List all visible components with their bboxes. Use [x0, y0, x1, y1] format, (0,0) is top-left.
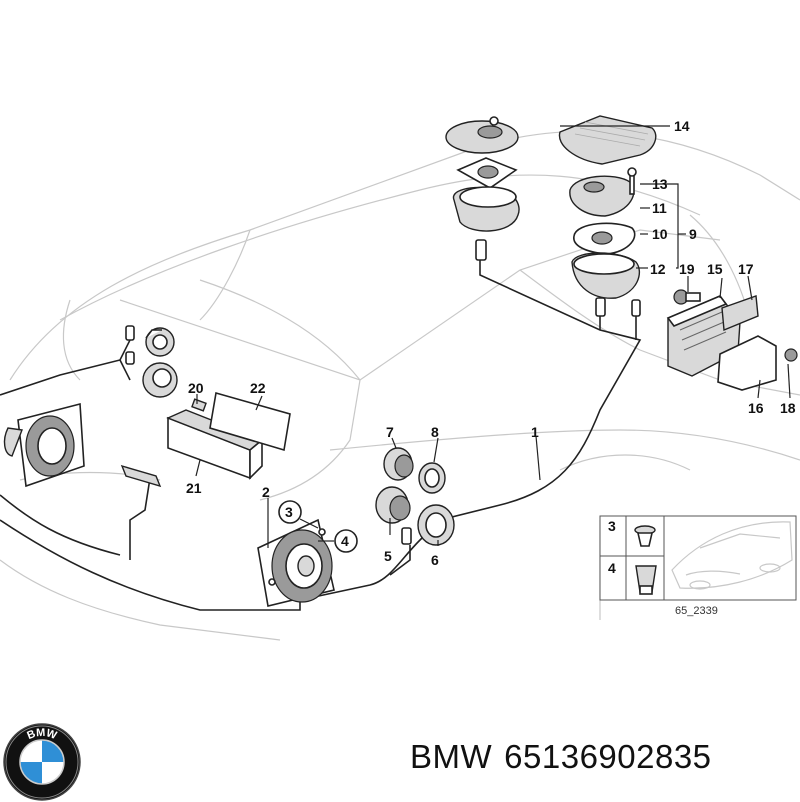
inset-label-4: 4: [608, 560, 616, 576]
callout-2: 2: [262, 484, 270, 500]
callout-20: 20: [188, 380, 204, 396]
callout-22: 22: [250, 380, 266, 396]
callout-13: 13: [652, 176, 668, 192]
callout-labels: 1 2 7 8 5 6 20 22 21 14 13 11 10 9 12 19…: [186, 118, 796, 568]
callout-19: 19: [679, 261, 695, 277]
callout-16: 16: [748, 400, 764, 416]
bmw-logo: BMW: [3, 723, 81, 801]
roundel-quadrants: [20, 740, 64, 784]
callout-10: 10: [652, 226, 668, 242]
callout-4: 4: [341, 533, 349, 549]
callout-1: 1: [531, 424, 539, 440]
brand-name: BMW: [410, 738, 493, 775]
rear-door-speaker: [3, 402, 85, 488]
callout-11: 11: [652, 200, 667, 216]
inset-panel: 3 4 65_2339: [599, 515, 797, 617]
expansion-nut-icon: [635, 565, 657, 595]
callout-7: 7: [386, 424, 394, 440]
rear-shelf-speaker-left: [445, 116, 520, 261]
inset-label-3: 3: [608, 518, 616, 534]
leader-lines: [195, 125, 791, 548]
clip-icon: [634, 525, 656, 547]
callout-15: 15: [707, 261, 723, 277]
callout-9: 9: [689, 226, 697, 242]
part-identifier: BMW 65136902835: [410, 738, 724, 776]
speaker-enclosure: [120, 391, 291, 488]
front-door-speaker: [257, 518, 335, 607]
callout-8: 8: [431, 424, 439, 440]
callout-14: 14: [674, 118, 690, 134]
callout-17: 17: [738, 261, 754, 277]
rear-shelf-speaker-right: [569, 167, 641, 317]
rear-shelf-grille-cover: [558, 115, 657, 165]
tweeters-left: [125, 325, 178, 398]
callout-18: 18: [780, 400, 796, 416]
callout-3: 3: [285, 504, 293, 520]
callout-5: 5: [384, 548, 392, 564]
inset-figure-code: 65_2339: [675, 605, 718, 617]
callout-12: 12: [650, 261, 666, 277]
callout-6: 6: [431, 552, 439, 568]
callout-21: 21: [186, 480, 202, 496]
part-number: 65136902835: [504, 738, 712, 775]
car-thumbnail: [671, 521, 793, 590]
amplifier-module: [666, 289, 798, 391]
circled-callouts: 3 4: [278, 500, 358, 553]
console-speakers: [375, 447, 455, 546]
logo-lettering: BMW: [25, 727, 58, 742]
